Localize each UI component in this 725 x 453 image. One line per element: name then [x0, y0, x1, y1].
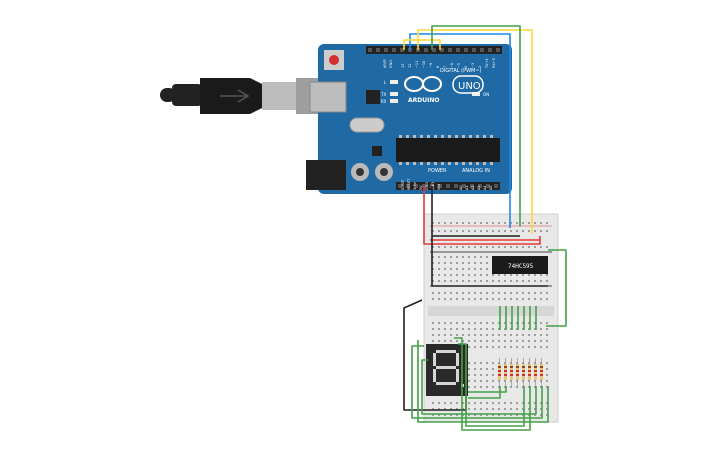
- wire-18[interactable]: [411, 345, 543, 419]
- digital-pin-label-6: 7: [443, 66, 447, 68]
- analog-pin-label-2: A2: [471, 185, 475, 190]
- digital-pin-label-3: ~10: [422, 61, 426, 68]
- analog-pin-label-4: A4: [483, 185, 487, 190]
- power-pin-label-3: 5V: [419, 185, 423, 190]
- analog-pin-label-0: A0: [459, 185, 463, 190]
- on-led-label: ON: [483, 92, 489, 97]
- wire-23[interactable]: [468, 386, 501, 399]
- analog-pin-label-1: A1: [465, 185, 469, 190]
- wire-3[interactable]: [431, 236, 548, 287]
- wire-17[interactable]: [417, 340, 549, 423]
- resistor-array[interactable]: [498, 358, 543, 386]
- ic-label: 74HC595: [508, 263, 534, 270]
- wire-19[interactable]: [421, 359, 537, 415]
- tx-led-label: TX: [380, 92, 386, 97]
- power-pin-label-6: VIN: [437, 184, 441, 190]
- shift-register-ic[interactable]: 74HC595: [492, 256, 548, 274]
- digital-pin-label-8: ~5: [457, 63, 461, 68]
- digital-pin-label-5: 8: [436, 66, 440, 68]
- power-header-label: POWER: [428, 168, 447, 174]
- digital-pin-label-9: 4: [464, 65, 468, 68]
- brand-label: ARDUINO: [408, 97, 439, 104]
- digital-pin-label-12: TX→1: [485, 58, 489, 69]
- l-led-label: L: [384, 80, 387, 85]
- digital-pin-label-7: ~6: [450, 63, 454, 68]
- power-pin-label-0: IOREF: [401, 180, 405, 190]
- digital-pin-label-11: 2: [478, 66, 482, 68]
- power-pin-label-4: GND: [425, 182, 429, 190]
- rx-led-label: RX: [381, 99, 387, 104]
- aref-label: AREF: [383, 59, 387, 68]
- model-label: UNO: [458, 81, 481, 92]
- wire-set[interactable]: [403, 25, 567, 431]
- power-pin-label-2: 3.3V: [413, 181, 417, 190]
- power-pin-label-5: GND: [431, 182, 435, 190]
- arduino-logo-icon: [404, 75, 484, 94]
- wire-22[interactable]: [468, 386, 507, 393]
- analog-header-label: ANALOG IN: [462, 168, 490, 174]
- arduino-board[interactable]: ARDUINO UNO DIGITAL (PWM~) POWER ANALOG …: [306, 44, 512, 194]
- reset-button[interactable]: [324, 50, 344, 70]
- power-pin-label-1: RESET: [407, 178, 411, 190]
- gnd-label: GND: [389, 60, 393, 68]
- digital-header-label: DIGITAL (PWM~): [440, 68, 482, 74]
- seven-segment-display[interactable]: [426, 344, 468, 396]
- digital-pin-label-4: ~9: [429, 63, 433, 68]
- digital-pin-label-2: ~11: [415, 61, 419, 68]
- usb-cable[interactable]: [160, 78, 326, 114]
- wire-20[interactable]: [454, 337, 531, 431]
- wire-21[interactable]: [458, 343, 525, 427]
- digital-pin-label-0: 13: [401, 64, 405, 68]
- digital-pin-label-13: RX←0: [492, 58, 496, 68]
- digital-pin-label-10: ~3: [471, 63, 475, 68]
- wire-7[interactable]: [431, 25, 521, 226]
- wire-9[interactable]: [546, 249, 567, 327]
- wire-4[interactable]: [409, 33, 511, 228]
- analog-pin-label-5: A5: [489, 185, 493, 190]
- digital-pin-label-1: 12: [408, 64, 412, 68]
- usb-icon: [220, 89, 250, 103]
- analog-pin-label-3: A3: [477, 185, 481, 190]
- wire-6[interactable]: [403, 39, 441, 50]
